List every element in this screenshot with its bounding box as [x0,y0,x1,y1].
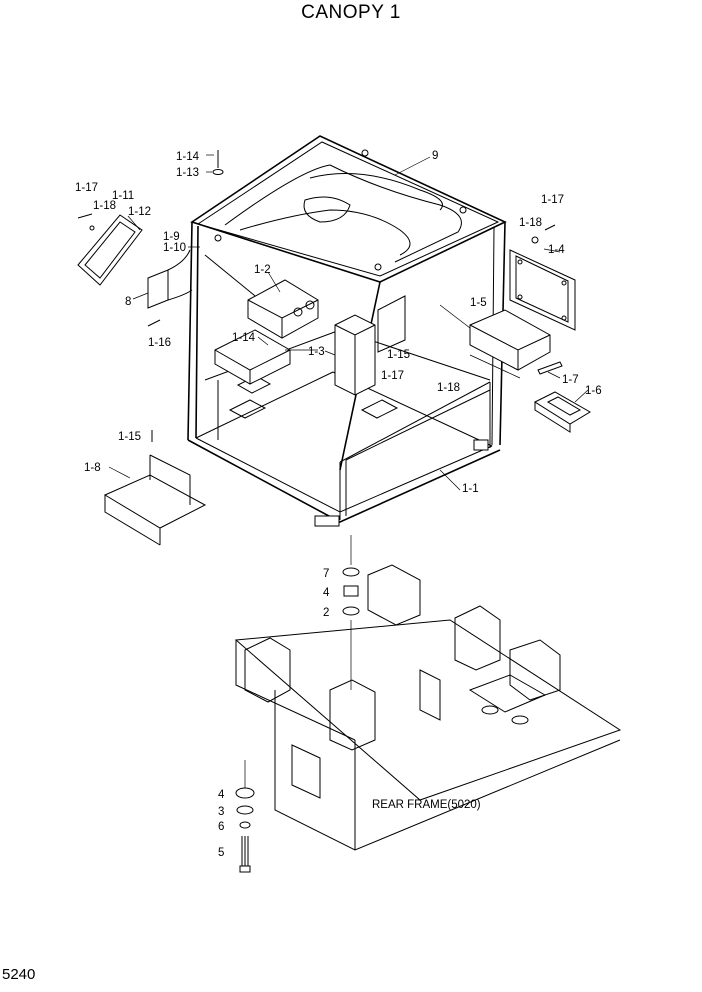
callout-1-15-mid: 1-15 [387,349,410,361]
leader-lines [108,154,589,491]
callout-1-2: 1-2 [254,264,271,276]
callout-1-17-mid: 1-17 [381,370,404,382]
callout-1-18-mid: 1-18 [437,382,460,394]
callout-5: 5 [218,847,224,859]
cover-part-1-5 [469,309,551,371]
rear-frame-5020 [234,564,622,851]
bolt-part-1-14-top [212,150,224,175]
callout-1-10: 1-10 [163,242,186,254]
callout-7: 7 [323,568,329,580]
callout-1-14-mid: 1-14 [232,332,256,344]
page-number: 5240 [2,966,36,983]
callout-1-9: 1-9 [163,231,180,243]
callout-6: 6 [218,821,224,833]
callout-1-7: 1-7 [562,374,579,386]
callout-2: 2 [323,607,329,619]
callout-1-12: 1-12 [128,206,151,218]
callout-1-6: 1-6 [585,385,602,397]
mount-stack-lower [235,760,255,873]
bracket-part-1-14 [214,329,291,385]
callout-1-15-left: 1-15 [118,431,141,443]
handle-part-1-6 [533,391,591,433]
callout-1-8: 1-8 [84,462,101,474]
diagram-title: CANOPY 1 [301,2,401,23]
mount-stack-upper [342,535,360,690]
callout-1-11: 1-11 [112,190,134,202]
callout-1-4: 1-4 [548,244,565,256]
callout-labels: 1-14 1-13 9 1-17 1-11 1-18 1-12 1-9 1-10… [75,150,602,859]
callout-1-17-right: 1-17 [541,194,564,206]
bolt-part-1-17-right [531,224,556,244]
callout-1-5: 1-5 [470,297,487,309]
strap-part-1-7 [537,361,563,375]
callout-4-bottom: 4 [218,789,225,801]
bolt-part-1-17-left [77,213,93,219]
callout-4-top: 4 [323,587,330,599]
bracket-part-1-2 [247,279,319,339]
box-part-1-3 [334,295,406,396]
rear-frame-label: REAR FRAME(5020) [372,799,481,811]
callout-8: 8 [125,296,131,308]
mirror-bracket-part-8 [147,249,193,309]
step-bracket-part-1-8 [103,454,207,546]
canopy-roof-part-9 [190,135,507,283]
window-panel-part-1-11 [77,214,143,286]
callout-3: 3 [218,806,224,818]
callout-1-16: 1-16 [148,337,171,349]
callout-1-1: 1-1 [462,483,479,495]
callout-1-18-right: 1-18 [519,217,542,229]
callout-1-3: 1-3 [308,346,325,358]
callout-1-13: 1-13 [176,167,199,179]
bolt-part-1-16 [147,319,161,327]
callout-9: 9 [432,150,438,162]
callout-1-17-left: 1-17 [75,182,98,194]
callout-1-18-left: 1-18 [93,200,116,212]
callout-1-14-top: 1-14 [176,151,200,163]
cover-plate-part-1-4 [509,249,576,331]
